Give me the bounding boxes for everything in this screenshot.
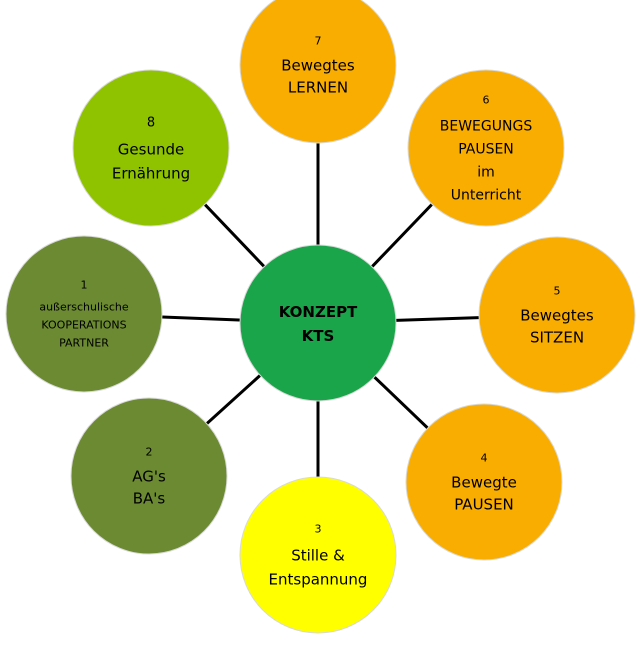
node-2-label-line: BA's: [133, 490, 166, 508]
node-6-label-line: PAUSEN: [458, 142, 514, 158]
node-3-label-line: Stille &: [291, 547, 345, 565]
node-1-label-line: außerschulische: [39, 301, 129, 314]
node-2-circle: [70, 397, 228, 555]
node-3-circle: [239, 476, 397, 634]
node-5-label-line: Bewegtes: [520, 307, 594, 325]
node-7-label-line: LERNEN: [288, 79, 348, 97]
node-6-number: 6: [483, 94, 490, 107]
node-5-number: 5: [554, 285, 561, 298]
node-3-label-line: Entspannung: [269, 571, 368, 589]
node-1-circle: [5, 235, 163, 393]
node-5-circle: [478, 236, 636, 394]
node-2-number: 2: [146, 446, 153, 459]
node-7-circle: [239, 0, 397, 144]
node-4-number: 4: [481, 452, 488, 465]
node-4-circle: [405, 403, 563, 561]
node-7-label-line: Bewegtes: [281, 57, 355, 75]
node-1-number: 1: [81, 279, 88, 292]
node-6-label-line: BEWEGUNGS: [440, 119, 533, 135]
node-1-label-line: PARTNER: [59, 337, 109, 350]
center-node-circle: [239, 244, 397, 402]
node-2: 2AG'sBA's: [70, 397, 228, 555]
node-8-circle: [72, 69, 230, 227]
node-4-label-line: Bewegte: [451, 474, 517, 492]
node-5-label-line: SITZEN: [530, 329, 584, 347]
node-2-label-line: AG's: [132, 468, 166, 486]
center-node-label-line: KONZEPT: [279, 303, 358, 321]
node-7-number: 7: [315, 35, 322, 48]
node-6-label-line: im: [477, 165, 495, 181]
center-node: KONZEPT KTS: [239, 244, 397, 402]
node-1-label-line: KOOPERATIONS: [41, 319, 126, 332]
node-6-circle: [407, 69, 565, 227]
node-6-label-line: Unterricht: [451, 188, 522, 204]
node-3-number: 3: [315, 523, 322, 536]
node-8-label-line: Gesunde: [118, 141, 184, 159]
node-8-label-line: Ernährung: [112, 165, 190, 183]
node-8-number: 8: [147, 116, 155, 131]
node-4-label-line: PAUSEN: [454, 496, 514, 514]
center-node-label-line: KTS: [302, 327, 335, 345]
